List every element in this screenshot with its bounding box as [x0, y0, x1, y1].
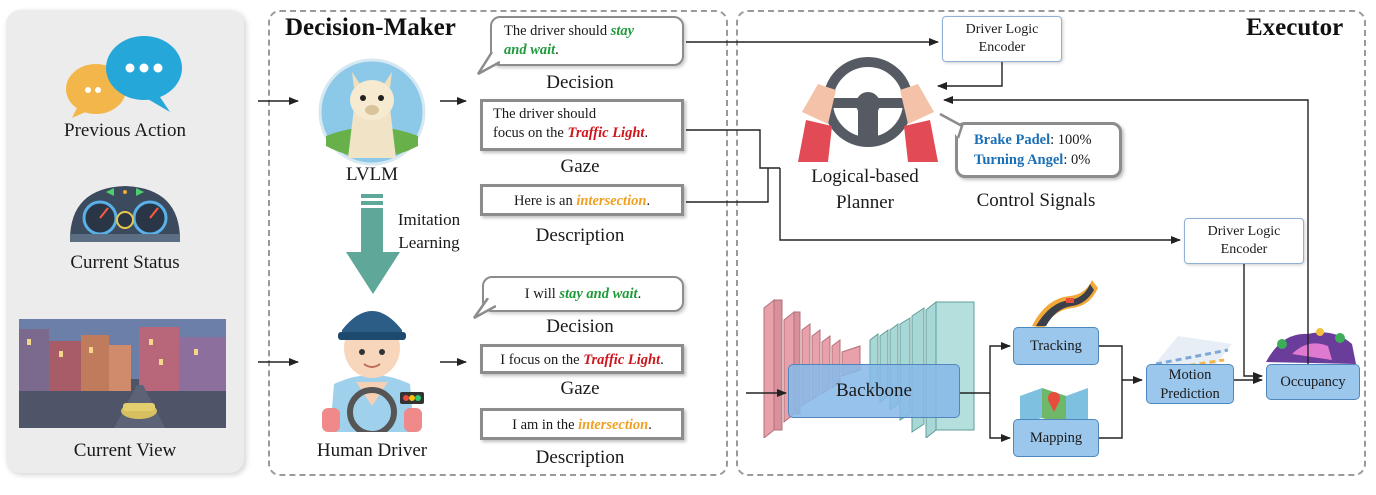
brake-key: Brake Padel [974, 132, 1051, 148]
imitation-learning-label: Imitation Learning [390, 208, 468, 254]
encoder-mid-line-2: Encoder [1220, 242, 1268, 257]
brake-value: : 100% [1050, 132, 1092, 148]
lvlm-gaze-highlight: Traffic Light [567, 125, 645, 141]
human-desc-end: . [648, 417, 652, 433]
imitation-line-1: Imitation [397, 210, 461, 229]
encoder-mid-line-1: Driver Logic [1207, 224, 1281, 239]
control-signals-box: Brake Padel: 100% Turning Angel: 0% [955, 122, 1122, 178]
chat-bubbles-icon [66, 36, 182, 118]
street-photo [19, 319, 226, 428]
lvlm-gaze-line-1: The driver should [493, 106, 597, 122]
planner-line-1: Logical-based [811, 166, 919, 187]
turn-key: Turning Angel [974, 152, 1064, 168]
lvlm-desc-end: . [646, 193, 651, 209]
bubble-tail [472, 298, 496, 320]
decision-maker-title: Decision-Maker [285, 14, 456, 41]
lvlm-description-label: Description [535, 225, 625, 246]
turn-value: : 0% [1063, 152, 1091, 168]
dashboard-icon [70, 186, 180, 242]
bubble-tail [939, 112, 964, 139]
encoder-top-line-2: Encoder [978, 40, 1026, 55]
tracking-box: Tracking [1013, 327, 1099, 365]
motion-line-1: Motion [1168, 367, 1212, 383]
human-decision-highlight: stay and wait [559, 286, 638, 302]
human-desc-text: I am in the [512, 417, 579, 433]
driver-logic-encoder-top: Driver Logic Encoder [942, 16, 1062, 62]
human-gaze-highlight: Traffic Light [583, 352, 661, 368]
human-gaze-end: . [660, 352, 664, 368]
decision-maker-frame [268, 10, 728, 476]
bubble-tail [476, 52, 500, 76]
encoder-top-line-1: Driver Logic [965, 22, 1039, 37]
lvlm-label: LVLM [345, 164, 399, 185]
planner-label: Logical-based Planner [790, 164, 940, 216]
lvlm-decision-highlight-a: stay [610, 23, 635, 39]
occupancy-box: Occupancy [1266, 364, 1360, 400]
steering-wheel-icon [798, 57, 938, 162]
driver-logic-encoder-mid: Driver Logic Encoder [1184, 218, 1304, 264]
imitation-line-2: Learning [398, 233, 460, 252]
current-view-label: Current View [73, 440, 177, 461]
control-signals-label: Control Signals [976, 190, 1096, 211]
alpaca-icon [318, 58, 426, 166]
executor-title: Executor [1246, 14, 1344, 41]
human-gaze-box: I focus on the Traffic Light. [480, 344, 684, 374]
human-description-box: I am in the intersection. [480, 408, 684, 440]
lvlm-desc-text: Here is an [513, 193, 577, 209]
human-desc-highlight: intersection [578, 417, 649, 433]
mapping-box: Mapping [1013, 419, 1099, 457]
backbone-box: Backbone [788, 364, 960, 418]
human-decision-label: Decision [546, 316, 614, 337]
lvlm-gaze-box: The driver should focus on the Traffic L… [480, 99, 684, 151]
executor-frame [736, 10, 1366, 476]
occupancy-blob-icon [1266, 328, 1356, 364]
planner-line-2: Planner [835, 192, 895, 213]
lvlm-gaze-label: Gaze [560, 156, 600, 177]
motion-line-2: Prediction [1160, 386, 1220, 402]
map-icon [1020, 388, 1088, 424]
lvlm-description-box: Here is an intersection. [480, 184, 684, 216]
lvlm-gaze-line-2: focus on the [493, 125, 568, 141]
current-status-label: Current Status [70, 252, 180, 273]
lvlm-desc-highlight: intersection [576, 193, 647, 209]
human-driver-label: Human Driver [316, 440, 428, 461]
lvlm-decision-highlight-b: and wait [504, 42, 556, 58]
human-decision-text: I will [524, 286, 560, 302]
lvlm-decision-bubble: The driver should stay and wait. [490, 16, 684, 66]
road-icon [1032, 280, 1098, 328]
driver-icon [322, 311, 424, 432]
lvlm-gaze-end: . [644, 125, 649, 141]
human-decision-end: . [637, 286, 642, 302]
human-decision-bubble: I will stay and wait. [482, 276, 684, 312]
lvlm-decision-text: The driver should [504, 23, 611, 39]
human-description-label: Description [535, 447, 625, 468]
imitation-arrow-icon [346, 194, 400, 294]
previous-action-label: Previous Action [64, 120, 186, 141]
human-gaze-text: I focus on the [500, 352, 584, 368]
lvlm-decision-end: . [555, 42, 559, 58]
motion-prediction-box: Motion Prediction [1146, 364, 1234, 404]
human-gaze-label: Gaze [560, 378, 600, 399]
lvlm-decision-label: Decision [546, 72, 614, 93]
